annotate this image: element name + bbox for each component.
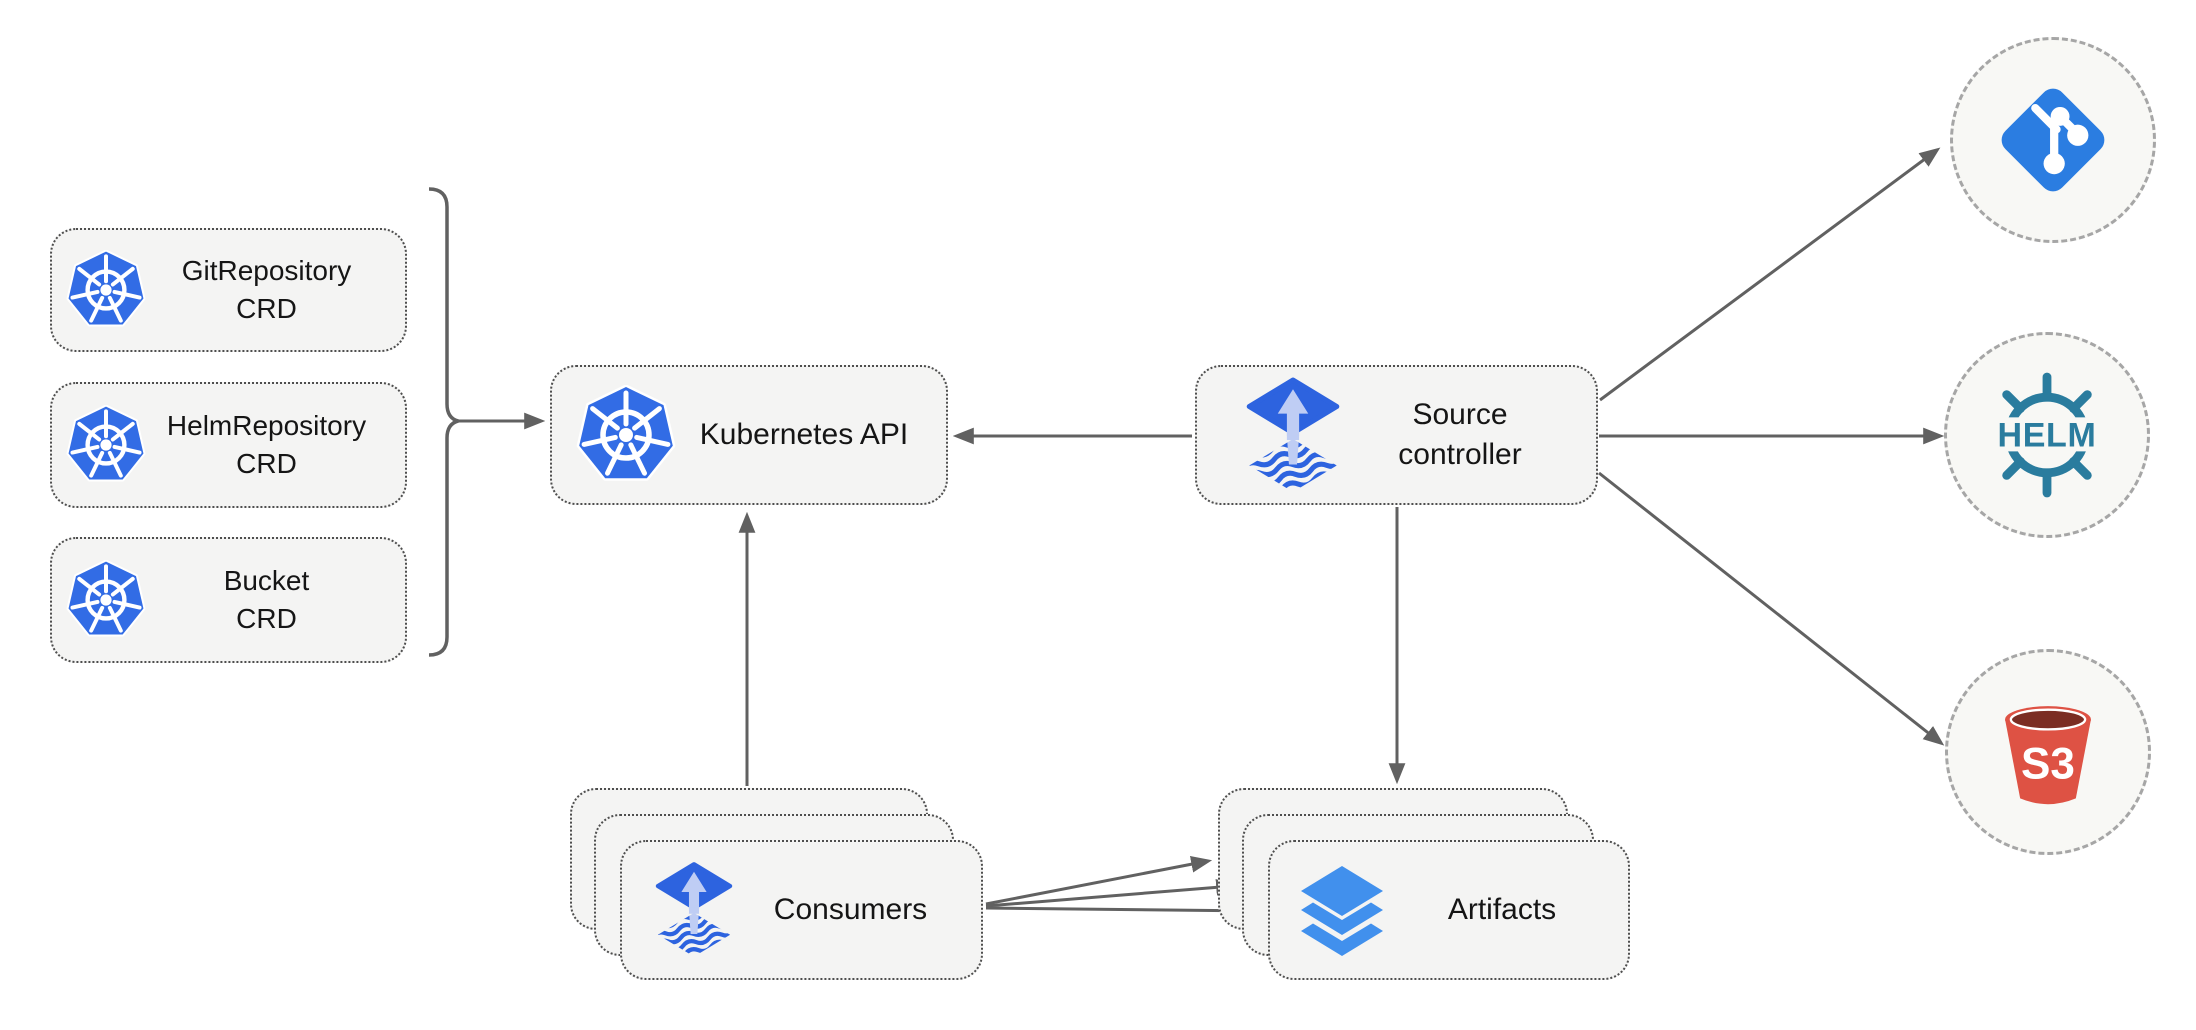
arrow-consumers-to-artifacts-1 xyxy=(985,855,1213,906)
node-kubernetes-api: Kubernetes API xyxy=(550,365,948,505)
node-helmrepository-crd: HelmRepository CRD xyxy=(50,382,407,508)
node-label-line1: GitRepository xyxy=(181,255,352,286)
node-label-line1: Artifacts xyxy=(1447,893,1557,926)
node-label-line2: controller xyxy=(1398,438,1522,471)
node-label-line1: Bucket xyxy=(223,565,310,596)
node-label: Artifacts xyxy=(1392,893,1612,927)
s3-wordmark: S3 xyxy=(2021,740,2075,789)
flux-icon xyxy=(1242,377,1344,494)
arrow-source-to-s3 xyxy=(1598,471,1945,746)
kubernetes-icon xyxy=(66,560,146,640)
kubernetes-icon xyxy=(576,385,676,485)
kubernetes-icon xyxy=(66,405,146,485)
node-consumers: Consumers xyxy=(620,840,983,980)
node-label: Consumers xyxy=(736,893,965,927)
external-s3: S3 xyxy=(1945,649,2151,855)
flux-icon xyxy=(652,854,736,966)
node-artifacts: Artifacts xyxy=(1268,840,1630,980)
node-label-line2: CRD xyxy=(236,448,297,479)
node-label-line1: HelmRepository xyxy=(166,410,367,441)
git-icon xyxy=(2001,88,2105,192)
kubernetes-icon xyxy=(66,250,146,330)
layers-icon xyxy=(1292,860,1392,960)
node-label: HelmRepository CRD xyxy=(146,407,387,483)
external-git xyxy=(1950,37,2156,243)
s3-bucket-icon: S3 xyxy=(2005,706,2091,805)
node-label: Bucket CRD xyxy=(146,562,387,638)
external-helm: HELM xyxy=(1944,332,2150,538)
helm-wordmark: HELM xyxy=(1998,416,2097,454)
brace-crd-group xyxy=(428,187,465,657)
node-label-line1: Source xyxy=(1412,398,1508,431)
node-bucket-crd: Bucket CRD xyxy=(50,537,407,663)
node-label-line2: CRD xyxy=(236,293,297,324)
node-label: Kubernetes API xyxy=(676,418,932,452)
node-gitrepository-crd: GitRepository CRD xyxy=(50,228,407,352)
arrow-consumers-to-artifacts-2 xyxy=(985,878,1238,908)
node-source-controller: Source controller xyxy=(1195,365,1598,505)
arrow-source-to-git xyxy=(1599,147,1941,402)
helm-icon: HELM xyxy=(1984,372,2110,498)
node-label: GitRepository CRD xyxy=(146,252,387,328)
node-label: Source controller xyxy=(1344,395,1576,475)
node-label-line1: Consumers xyxy=(773,893,928,926)
node-label-line1: Kubernetes API xyxy=(699,418,909,451)
node-label-line2: CRD xyxy=(236,603,297,634)
